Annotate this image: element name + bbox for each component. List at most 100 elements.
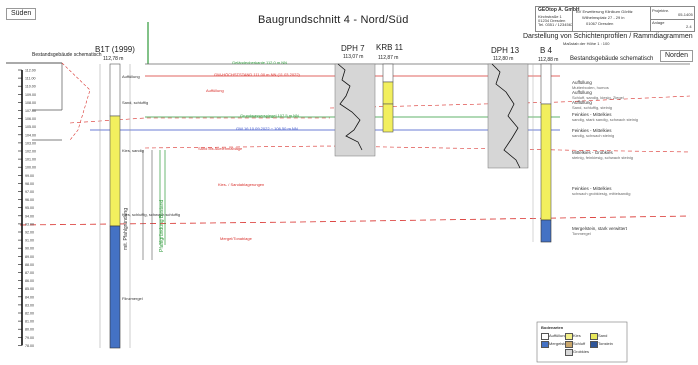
label-auffuellung: Auffüllung <box>206 88 224 93</box>
pile-foundation <box>142 150 166 260</box>
legend-label: Kies <box>573 333 581 338</box>
layer-name: Auffüllung <box>572 90 592 95</box>
borehole-name-b4: B 4 <box>540 46 553 55</box>
scale-tick-label: 85.00 <box>25 287 34 291</box>
label-mergel: Mergel/Tonablage <box>220 236 252 241</box>
legend-swatch <box>590 333 598 340</box>
layer-desc: Sand, schluffig, steinig <box>572 105 612 110</box>
scale-tick-label: 80.00 <box>25 328 34 332</box>
scale-note: Maßstab der Höhe 1 : 100 <box>563 41 610 46</box>
scale-tick-label: 78.00 <box>25 344 34 348</box>
layer-desc: Tonmergel <box>572 231 591 236</box>
layer-name: Auffüllung <box>572 100 592 105</box>
borehole-b4 <box>532 63 552 243</box>
building-label-right: Bestandsgebäude schematisch <box>570 56 654 62</box>
borehole-dph13 <box>487 63 529 169</box>
legend-label: Schluff <box>573 341 586 346</box>
direction-north-tag: Norden <box>660 50 693 62</box>
borehole-name-dph13: DPH 13 <box>491 46 520 55</box>
red-dashed-horizon-2 <box>329 95 691 109</box>
b1t-note-1: Auffüllung <box>122 74 140 79</box>
building-left <box>6 62 63 141</box>
company-line-1: Kirchstraße 1 <box>538 14 562 19</box>
layer-desc: Schluff, sandig, kiesig, Ziegel <box>572 95 624 100</box>
label-kies: Kies- / Sandablagerungen <box>218 182 265 187</box>
legend-swatch <box>565 341 573 348</box>
legend-label: Auffüllung <box>549 333 567 338</box>
scale-tick-label: 111.00 <box>25 77 35 81</box>
layer-name: Auffüllung <box>572 80 592 85</box>
direction-south-tag: Süden <box>6 8 37 20</box>
scale-tick-label: 104.00 <box>25 133 36 137</box>
scale-tick-label: 110.00 <box>25 85 36 89</box>
layer-desc: sandig, stark sandig, schwach steinig <box>572 117 639 122</box>
label-sand: Sand bis Auelehmablage <box>198 146 243 151</box>
company-name: GEOtop A. GmbH <box>538 7 580 13</box>
project-line-2: Wilhelmsplatz 27 - 29 in <box>582 15 625 20</box>
borehole-name-b1t: B1T (1999) <box>95 45 135 54</box>
scale-tick-label: 112.00 <box>25 69 36 73</box>
pile-label-1: mit. Pfahlgründung <box>123 208 129 250</box>
company-line-3: Tel. 0351 / 1234567 <box>538 22 574 27</box>
scale-tick-label: 91.00 <box>25 239 34 243</box>
scale-tick-label: 94.00 <box>25 214 34 218</box>
legend-title: Bodenarten <box>541 325 564 330</box>
label-green-horizon: Grundwasserspiegel 107,5 m NN <box>240 113 299 118</box>
scale-tick-label: 99.00 <box>25 174 34 178</box>
borehole-elev-b4: 112,88 m <box>538 57 559 63</box>
b1t-note-4: Kies, schluffig, schwach schluffig <box>122 212 181 217</box>
project-number-value: 05-1405 <box>678 12 693 17</box>
company-line-2: 01234 Dresden <box>538 18 566 23</box>
layer-desc: schwach grobkiesig, mittelsandig <box>572 191 631 196</box>
label-blue-horizon: GW 16.10.09.2022 ~ 106,50 m NN <box>236 126 298 131</box>
borehole-name-krb11: KRB 11 <box>376 43 403 52</box>
legend-label: Grobkies <box>573 349 590 354</box>
scale-tick-label: 107.00 <box>25 109 36 113</box>
layer-name: Mergelstein, stark verwittert <box>572 226 628 231</box>
red-dashed-horizon-1 <box>69 117 330 124</box>
layer-name: Feinkies - Mittelkies <box>572 128 612 133</box>
scale-tick-label: 97.00 <box>25 190 34 194</box>
scale-tick-label: 92.00 <box>25 231 34 235</box>
scale-tick-label: 105.00 <box>25 125 36 129</box>
elevation-scale: 112.00 111.00 110.00 109.00 108.00 107.00 106.… <box>18 69 36 348</box>
scale-tick-label: 88.00 <box>25 263 34 267</box>
scale-tick-label: 109.00 <box>25 93 36 97</box>
scale-tick-label: 82.00 <box>25 312 34 316</box>
scale-tick-label: 89.00 <box>25 255 34 259</box>
pile-label-2: Pfahlgründung Bestand <box>159 199 165 252</box>
red-dashed-horizon-4 <box>19 215 691 226</box>
scale-tick-label: 108.00 <box>25 101 36 105</box>
scale-tick-label: 79.00 <box>25 336 34 340</box>
scale-tick-label: 83.00 <box>25 303 34 307</box>
borehole-name-dph7: DPH 7 <box>341 44 365 53</box>
scale-tick-label: 106.00 <box>25 117 36 121</box>
project-line-3: 01067 Dresden <box>586 21 614 26</box>
borehole-elev-dph13: 112,80 m <box>493 56 514 62</box>
section-title: Baugrundschnitt 4 - Nord/Süd <box>258 14 409 26</box>
borehole-elev-b1t: 112,78 m <box>103 56 124 62</box>
label-terrain: Geländeoberkante 112,0 m NN <box>232 60 288 65</box>
attachment-value: 2.4 <box>686 24 692 29</box>
layer-desc: Mutterboden, humos <box>572 85 609 90</box>
legend-swatch <box>590 341 598 348</box>
layer-desc: sandig, schwach steinig <box>572 133 615 138</box>
scale-tick-label: 90.00 <box>25 247 34 251</box>
borehole-elev-krb11: 112,87 m <box>378 55 399 61</box>
borehole-krb11 <box>382 63 394 133</box>
red-dashed-left <box>61 62 91 141</box>
scale-tick-label: 86.00 <box>25 279 34 283</box>
label-red-horizon: GW-HÖCHSTSTAND 111,00 m NN (11.03.2022) <box>214 72 300 77</box>
legend-swatch <box>565 333 573 340</box>
project-line-1: BV Erweiterung Klinikum Görlitz <box>576 9 633 14</box>
scale-tick-label: 96.00 <box>25 198 34 202</box>
b1t-note-5: Flinzmergel <box>122 296 143 301</box>
legend-swatch <box>541 341 549 348</box>
borehole-dph7 <box>334 63 376 157</box>
legend-label: Mergelstein <box>549 341 570 346</box>
b1t-note-3: Kies, sandig <box>122 148 144 153</box>
layer-name: Feinkies - Mittelkies <box>572 112 612 117</box>
scale-tick-label: 103.00 <box>25 141 36 145</box>
